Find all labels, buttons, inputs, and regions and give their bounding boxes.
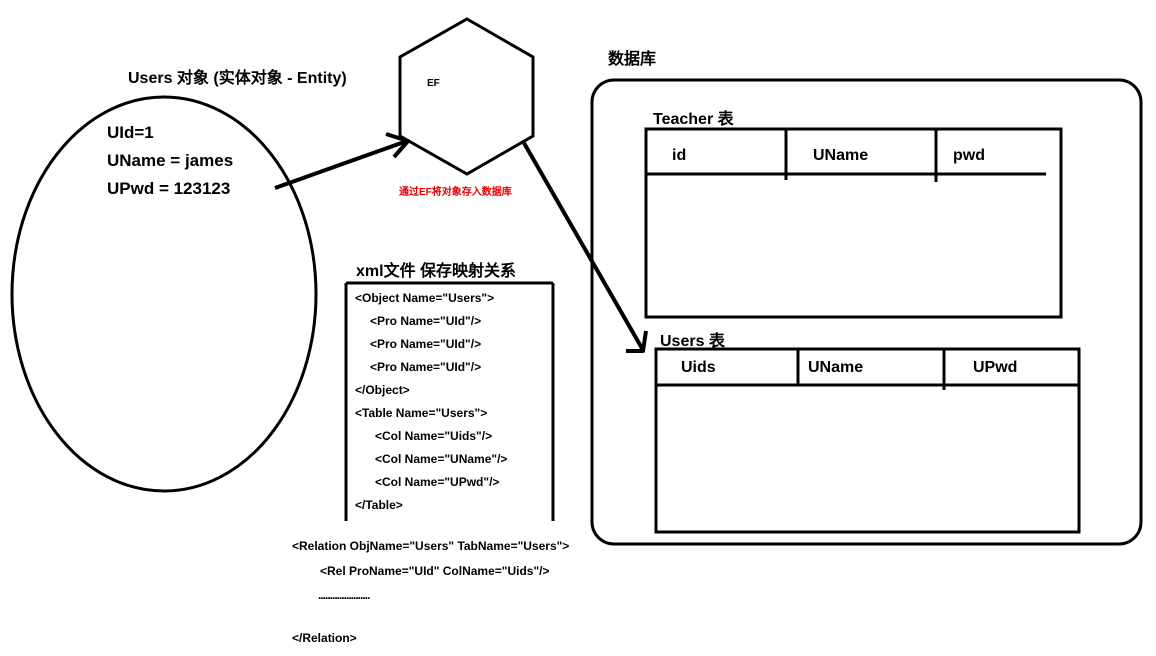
users-col-uname: UName — [808, 359, 864, 376]
xml-object-close: </Object> — [355, 383, 410, 397]
users-table — [654, 347, 1081, 534]
xml-file-box — [344, 281, 555, 521]
xml-col-line-2: <Col Name="UName"/> — [375, 452, 508, 466]
xml-pro-line-2: <Pro Name="UId"/> — [370, 337, 482, 351]
entity-attribute-uname: UName = james — [107, 151, 234, 170]
teacher-table — [644, 127, 1063, 319]
xml-title: xml文件 保存映射关系 — [356, 263, 517, 280]
teacher-table-title: Teacher 表 — [653, 111, 734, 128]
ef-hexagon — [398, 17, 535, 176]
teacher-col-uname: UName — [813, 147, 869, 164]
arrow-ef-to-users-table — [522, 142, 648, 353]
teacher-col-id: id — [672, 147, 687, 164]
entity-title: Users 对象 (实体对象 - Entity) — [128, 70, 347, 87]
entity-attribute-uid: UId=1 — [107, 123, 154, 142]
xml-pro-line-1: <Pro Name="UId"/> — [370, 314, 482, 328]
ef-caption: 通过EF将对象存入数据库 — [399, 187, 512, 198]
entity-attribute-upwd: UPwd = 123123 — [107, 179, 231, 198]
xml-col-line-3: <Col Name="UPwd"/> — [375, 475, 500, 489]
xml-rel-line: <Rel ProName="UId" ColName="Uids"/> — [320, 564, 550, 578]
entity-ellipse — [10, 95, 318, 493]
xml-ellipsis: ...................... — [318, 588, 370, 602]
users-table-title: Users 表 — [660, 333, 725, 350]
database-box — [590, 78, 1143, 546]
xml-pro-line-3: <Pro Name="UId"/> — [370, 360, 482, 374]
database-title: 数据库 — [608, 51, 657, 68]
arrow-entity-to-ef — [274, 132, 410, 190]
xml-col-line-1: <Col Name="Uids"/> — [375, 429, 493, 443]
xml-table-open: <Table Name="Users"> — [355, 406, 488, 420]
ef-label: EF — [427, 78, 440, 89]
teacher-col-pwd: pwd — [953, 147, 985, 164]
users-col-upwd: UPwd — [973, 359, 1018, 376]
users-col-uids: Uids — [681, 359, 716, 376]
xml-relation-open: <Relation ObjName="Users" TabName="Users… — [292, 539, 570, 553]
xml-table-close: </Table> — [355, 498, 403, 512]
xml-relation-close: </Relation> — [292, 631, 357, 645]
xml-object-open: <Object Name="Users"> — [355, 291, 495, 305]
